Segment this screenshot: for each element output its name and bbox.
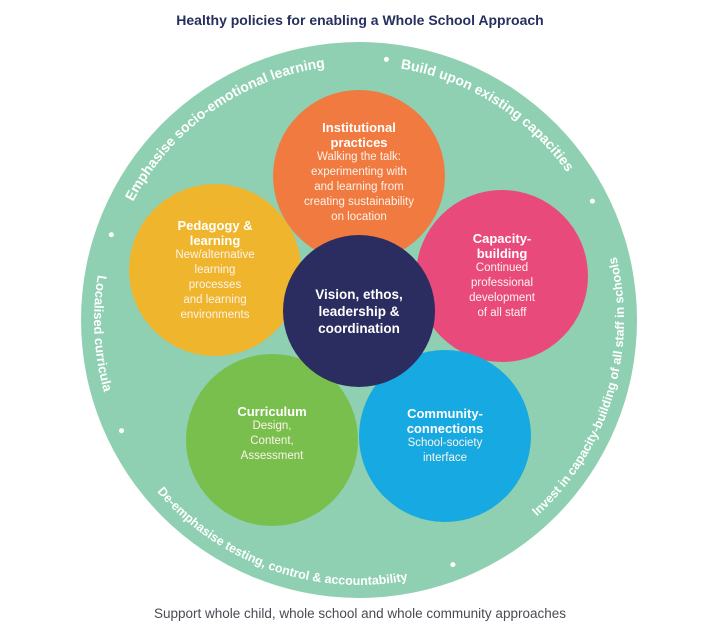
description-line: environments bbox=[180, 308, 250, 321]
title-line: connections bbox=[406, 421, 484, 436]
separator-dot bbox=[589, 198, 595, 204]
title-line: Institutional bbox=[322, 120, 396, 135]
title-line: coordination bbox=[318, 320, 400, 336]
separator-dot bbox=[108, 232, 114, 238]
petal-description: Continued professional development of all s… bbox=[469, 261, 535, 321]
diagram-title: Healthy policies for enabling a Whole Sc… bbox=[176, 12, 544, 28]
description-line: School-society bbox=[407, 437, 483, 449]
petal-title: Vision, ethos,leadership &coordination bbox=[315, 286, 403, 337]
petal-description: Walking the talk: experimenting with and l… bbox=[304, 150, 414, 225]
description-line: creating sustainability bbox=[304, 196, 414, 208]
separator-dot bbox=[119, 428, 124, 434]
title-line: learning bbox=[189, 232, 241, 248]
petal-description: Design, Content, Assessment bbox=[241, 419, 304, 464]
petal-title: Capacity-building bbox=[473, 231, 532, 261]
center-vision: Vision, ethos,leadership &coordination bbox=[283, 235, 435, 387]
description-line: processes bbox=[188, 278, 242, 291]
description-line: professional bbox=[470, 277, 533, 289]
petal-title: Community-connections bbox=[407, 406, 484, 436]
description-line: and learning from bbox=[314, 181, 404, 193]
description-line: Assessment bbox=[240, 450, 304, 462]
title-line: building bbox=[476, 246, 528, 261]
title-line: Pedagogy & bbox=[177, 217, 253, 233]
petal-title: Pedagogy &learning bbox=[177, 218, 252, 248]
description-line: development bbox=[469, 292, 535, 304]
description-line: Continued bbox=[475, 262, 529, 274]
title-line: Curriculum bbox=[237, 404, 307, 419]
separator-dot bbox=[383, 56, 389, 62]
ring-separator-dots bbox=[108, 56, 595, 568]
description-line: Walking the talk: bbox=[317, 151, 401, 163]
title-line: leadership & bbox=[318, 303, 400, 319]
title-line: Capacity- bbox=[472, 231, 532, 246]
diagram-footer: Support whole child, whole school and wh… bbox=[154, 606, 566, 621]
description-line: interface bbox=[422, 452, 468, 464]
description-line: Content, bbox=[250, 435, 294, 447]
title-line: Community- bbox=[407, 406, 483, 421]
petal-description: School-society interface bbox=[408, 436, 483, 466]
title-line: practices bbox=[330, 135, 388, 150]
title-line: Vision, ethos, bbox=[315, 286, 403, 302]
petal-description: New/alternative learning processes and lear… bbox=[175, 248, 254, 323]
description-line: experimenting with bbox=[311, 166, 407, 178]
description-line: learning bbox=[194, 263, 236, 276]
petal-title: Curriculum bbox=[237, 404, 306, 419]
description-line: of all staff bbox=[477, 307, 527, 319]
separator-dot bbox=[450, 562, 456, 568]
description-line: New/alternative bbox=[175, 248, 255, 261]
description-line: Design, bbox=[252, 420, 292, 432]
description-line: and learning bbox=[183, 293, 247, 306]
description-line: on location bbox=[331, 211, 387, 223]
